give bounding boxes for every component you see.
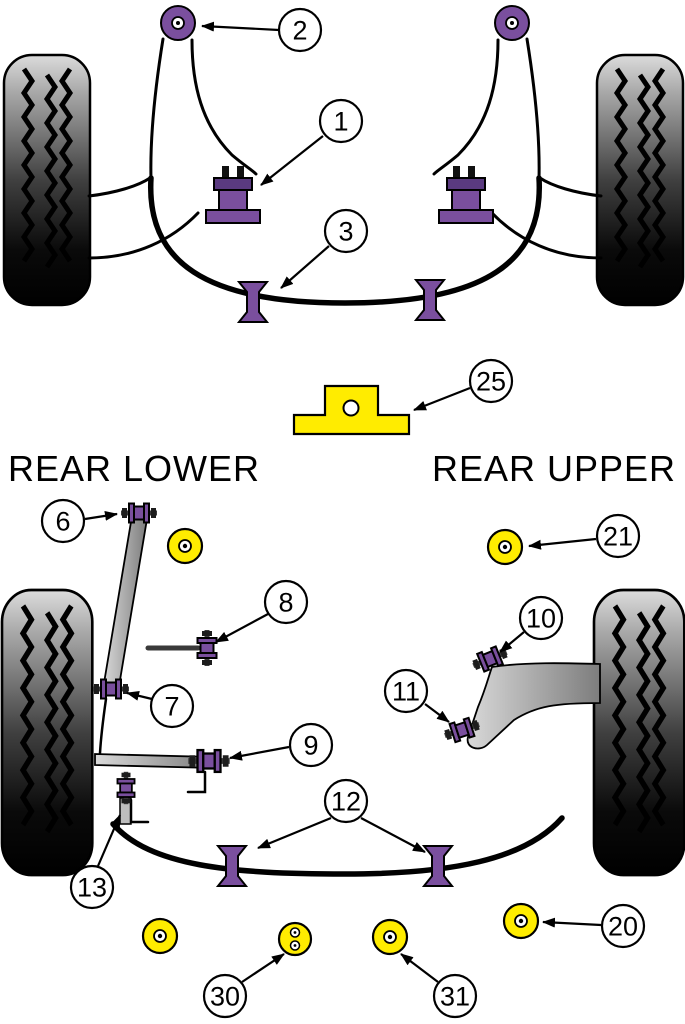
callout-11-number: 11 <box>392 676 420 706</box>
rear-lower-label: REAR LOWER <box>8 448 260 489</box>
engine-mount-right <box>438 166 494 224</box>
yellow-washer-21 <box>486 528 524 566</box>
callout-3-number: 3 <box>338 216 353 246</box>
callout-21-number: 21 <box>603 521 633 551</box>
yellow-washer-20 <box>502 902 540 940</box>
callout-12-number: 12 <box>331 786 361 816</box>
callout-20-number: 20 <box>608 911 638 941</box>
callout-3: 3 <box>280 208 369 289</box>
callout-13: 13 <box>69 814 122 910</box>
rear-upper-arm <box>466 662 601 750</box>
callout-12: 12 <box>257 778 426 853</box>
yellow-washer-31 <box>371 918 409 956</box>
callout-20: 20 <box>542 903 646 949</box>
callout-30-number: 30 <box>210 981 240 1011</box>
front-left-tire <box>4 55 90 305</box>
callout-2: 2 <box>201 7 323 53</box>
rear-lower-arm-bushing-bottom <box>92 678 130 700</box>
callout-6: 6 <box>40 498 118 544</box>
rear-lower-arm-bushing-top <box>120 502 158 524</box>
rear-upper-label: REAR UPPER <box>432 448 676 489</box>
engine-mount-left <box>205 166 261 224</box>
callout-10: 10 <box>499 595 564 653</box>
rear-right-tire <box>594 590 684 875</box>
rear-left-tire <box>2 590 92 875</box>
callout-2-number: 2 <box>292 15 307 45</box>
callout-7-number: 7 <box>164 691 179 721</box>
callout-31-number: 31 <box>440 981 470 1011</box>
callout-25: 25 <box>413 358 514 412</box>
yellow-washer-bottom-left <box>141 917 179 955</box>
callout-9: 9 <box>229 722 334 768</box>
front-suspension-outline <box>87 37 603 260</box>
callout-6-number: 6 <box>55 506 70 536</box>
rear-link-bushing <box>196 629 218 667</box>
front-right-top-mount <box>494 5 530 41</box>
callout-25-number: 25 <box>476 366 506 396</box>
callout-1-number: 1 <box>333 106 348 136</box>
rear-lower-arm <box>101 514 149 694</box>
callout-7: 7 <box>126 683 195 729</box>
callout-31: 31 <box>400 953 478 1019</box>
callout-9-number: 9 <box>303 730 318 760</box>
callout-8-number: 8 <box>278 587 293 617</box>
rear-lateral-arm-bracket <box>186 770 207 794</box>
callout-8: 8 <box>215 579 309 643</box>
front-left-top-mount <box>160 5 196 41</box>
yellow-washer-rear-lower <box>166 527 204 565</box>
front-anti-roll-bar <box>148 175 542 306</box>
callout-21: 21 <box>528 513 641 559</box>
front-arb-bushing-left <box>238 281 268 323</box>
yellow-bracket <box>292 384 411 436</box>
front-right-tire <box>597 55 683 305</box>
callout-1: 1 <box>260 98 364 186</box>
callout-30: 30 <box>202 953 285 1019</box>
rear-upright-link <box>98 697 108 755</box>
rear-anti-roll-bar <box>110 815 565 877</box>
callout-11: 11 <box>383 668 450 723</box>
callout-10-number: 10 <box>526 603 556 633</box>
rear-lateral-arm-bushing <box>187 748 231 774</box>
callout-13-number: 13 <box>77 872 107 902</box>
yellow-double-washer-30 <box>277 921 313 957</box>
